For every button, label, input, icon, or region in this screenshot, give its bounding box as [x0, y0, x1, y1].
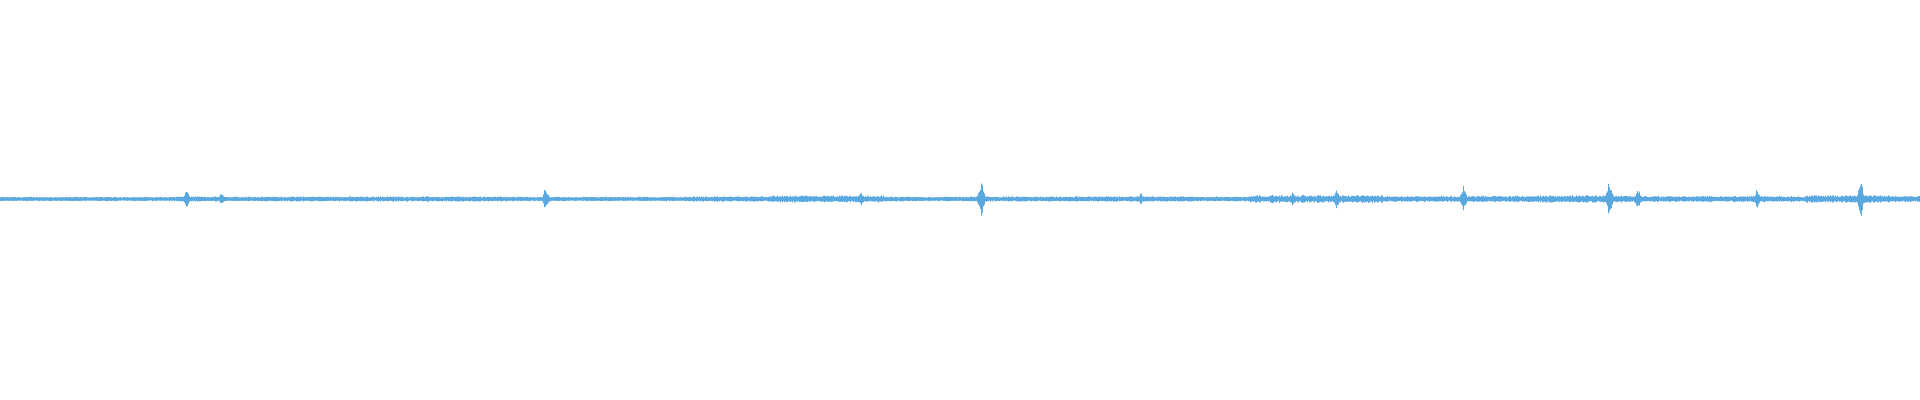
waveform-bars [0, 183, 1920, 216]
